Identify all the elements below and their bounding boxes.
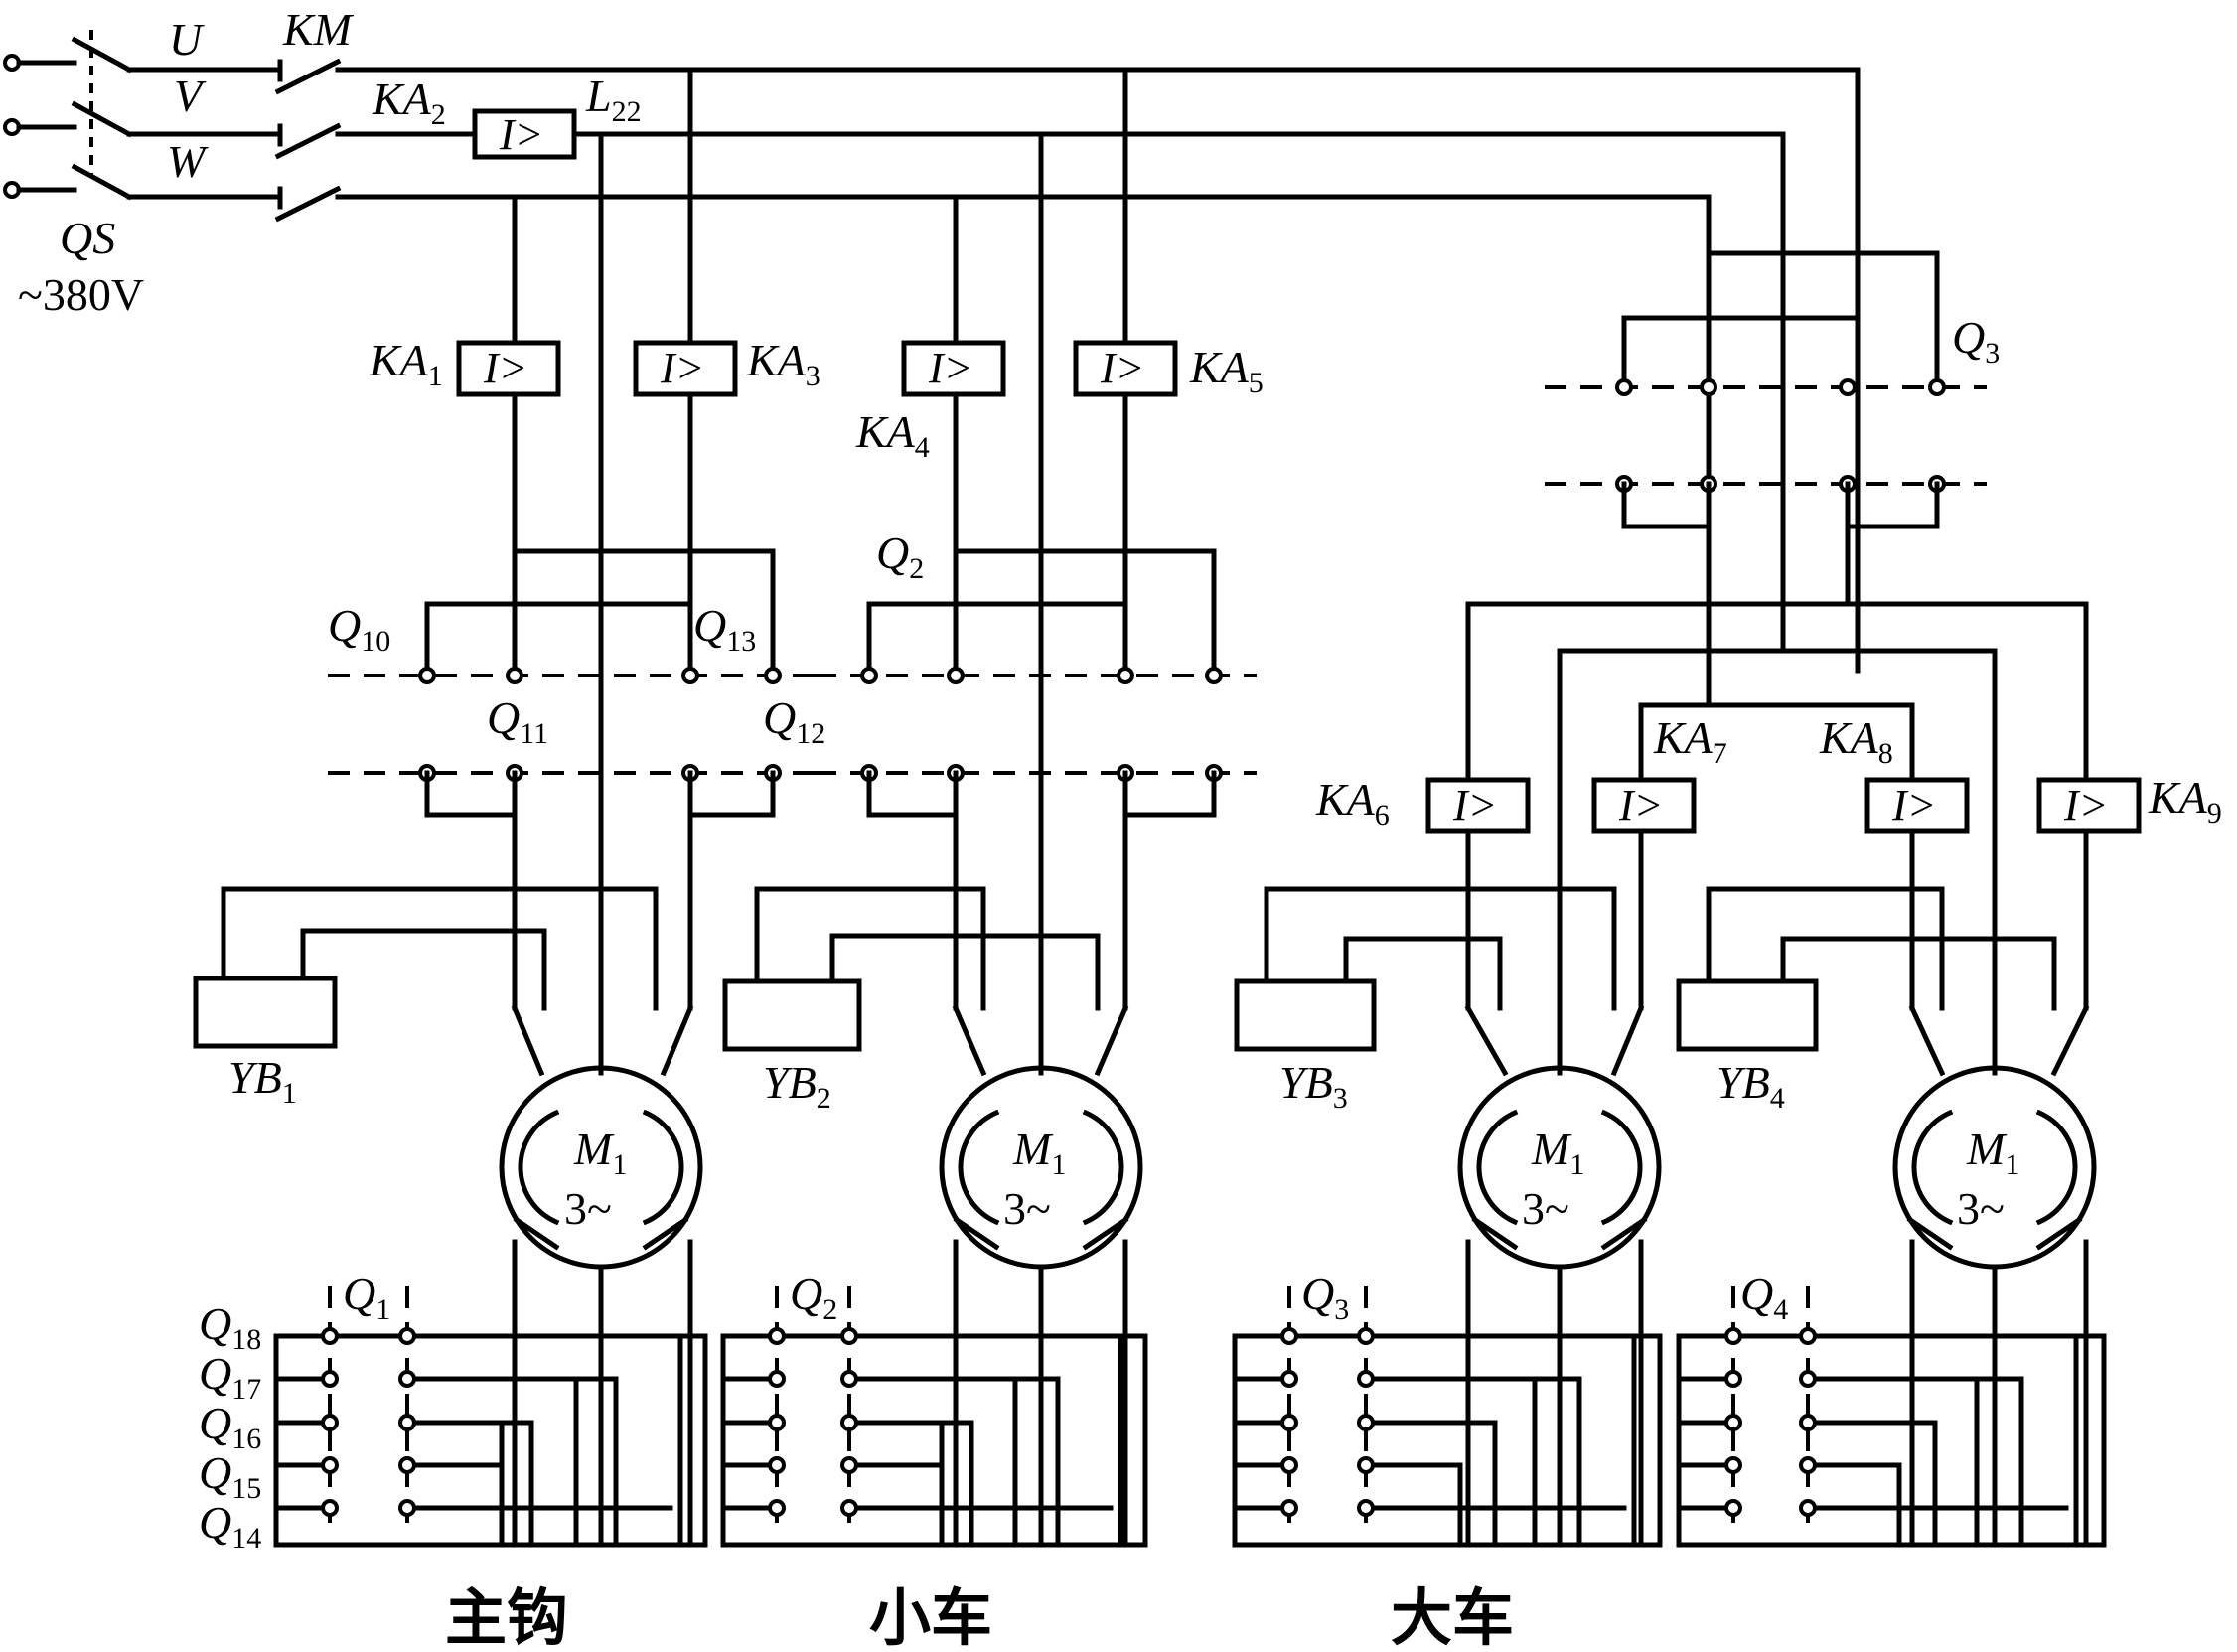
svg-text:I>: I> [1452, 781, 1497, 829]
relay-ka9-label: KA9 [2148, 772, 2222, 829]
svg-text:M1: M1 [1531, 1124, 1584, 1181]
caption-trolley: 小车 [869, 1581, 992, 1652]
relay-ka5: I> [1073, 340, 1178, 397]
bus-lines [335, 67, 1861, 1076]
relay-ka8: I> [1864, 777, 1970, 834]
relay-ka8-label: KA8 [1819, 712, 1893, 770]
svg-text:M1: M1 [1966, 1124, 2019, 1181]
phase-u-label: U [169, 14, 205, 65]
motor-trolley: M1 3~ [939, 1004, 1143, 1548]
svg-text:I>: I> [499, 110, 543, 159]
switch-q3-top-label: Q3 [1952, 312, 2000, 370]
controller-grid-trolley [720, 1286, 1148, 1548]
supply-phase-lines [126, 67, 281, 200]
relay-ka1-label: KA1 [369, 335, 443, 392]
supply-switch-label: QS [60, 213, 115, 263]
main-hook-reversing-wiring [328, 391, 815, 1011]
controller-grid-bridge-1 [1232, 1286, 1663, 1548]
resistor-step-q18-label: Q18 [199, 1298, 261, 1356]
supply-voltage-label: ~380V [18, 269, 144, 320]
brake-yb1-label: YB1 [228, 1052, 297, 1110]
relay-ka7: I> [1591, 777, 1697, 834]
brake-yb1 [193, 886, 659, 1049]
svg-text:I>: I> [660, 344, 704, 392]
controller-q2-label: Q2 [790, 1269, 837, 1326]
brake-yb4-label: YB4 [1716, 1057, 1785, 1115]
controller-grid-main-hook [273, 1286, 708, 1548]
svg-text:3~: 3~ [1522, 1183, 1569, 1234]
relay-ka2-label: KA2 [372, 74, 446, 131]
inductor-l22-label: L22 [585, 71, 642, 128]
relay-ka1: I> [456, 340, 561, 397]
svg-text:M1: M1 [1012, 1124, 1066, 1181]
relay-ka3-label: KA3 [746, 335, 820, 392]
motor-bridge-2: M1 3~ [1892, 1004, 2097, 1548]
controller-q4-label: Q4 [1740, 1269, 1788, 1326]
bridge-relay-outputs [1465, 828, 2089, 1011]
brake-yb2-label: YB2 [763, 1057, 831, 1115]
svg-text:I>: I> [1891, 781, 1936, 829]
svg-text:I>: I> [483, 344, 527, 392]
relay-ka4: I> [901, 340, 1006, 397]
resistor-step-q14-label: Q14 [199, 1497, 261, 1555]
contactor-km-label: KM [282, 4, 355, 55]
resistor-step-q15-label: Q15 [199, 1447, 261, 1505]
relay-ka4-label: KA4 [855, 406, 930, 464]
resistor-step-q17-label: Q17 [199, 1348, 261, 1406]
relay-ka2: I> [472, 108, 577, 160]
svg-text:M1: M1 [573, 1124, 627, 1181]
phase-w-label: W [167, 136, 209, 187]
switch-q2-top-label: Q2 [876, 527, 924, 585]
relay-ka5-label: KA5 [1189, 342, 1264, 399]
motor-bridge-1: M1 3~ [1457, 1004, 1662, 1548]
phase-v-label: V [174, 71, 207, 121]
supply-switch-qs [3, 30, 133, 201]
svg-text:I>: I> [928, 344, 972, 392]
controller-q3-label: Q3 [1301, 1269, 1349, 1326]
relay-ka6-label: KA6 [1315, 774, 1390, 831]
relay-ka7-label: KA7 [1653, 712, 1727, 770]
switch-q10-label: Q10 [328, 600, 390, 658]
switch-q12-label: Q12 [763, 692, 825, 750]
contactor-km [274, 58, 342, 223]
trolley-reversing-wiring [815, 391, 1257, 1011]
brake-yb3 [1234, 886, 1617, 1052]
bridge-reversing-wiring [1465, 250, 2089, 1076]
brake-yb3-label: YB3 [1279, 1057, 1348, 1115]
svg-text:3~: 3~ [1957, 1183, 2005, 1234]
brake-yb4 [1676, 886, 2057, 1052]
switch-q11-label: Q11 [487, 692, 548, 750]
relay-ka9: I> [2036, 777, 2142, 834]
svg-text:3~: 3~ [564, 1183, 612, 1234]
relay-ka3: I> [633, 340, 738, 397]
caption-main-hook: 主钩 [445, 1581, 568, 1652]
svg-text:3~: 3~ [1003, 1183, 1051, 1234]
svg-text:I>: I> [1618, 781, 1663, 829]
caption-bridge: 大车 [1391, 1581, 1514, 1652]
controller-grid-bridge-2 [1676, 1286, 2107, 1548]
switch-q13-label: Q13 [693, 600, 756, 658]
svg-text:I>: I> [2063, 781, 2108, 829]
relay-ka6: I> [1425, 777, 1531, 834]
motor-main-hook: M1 3~ [499, 1004, 703, 1548]
controller-q1-label: Q1 [343, 1269, 390, 1326]
svg-text:I>: I> [1100, 344, 1144, 392]
resistor-step-q16-label: Q16 [199, 1398, 261, 1455]
brake-yb2 [722, 886, 1101, 1052]
